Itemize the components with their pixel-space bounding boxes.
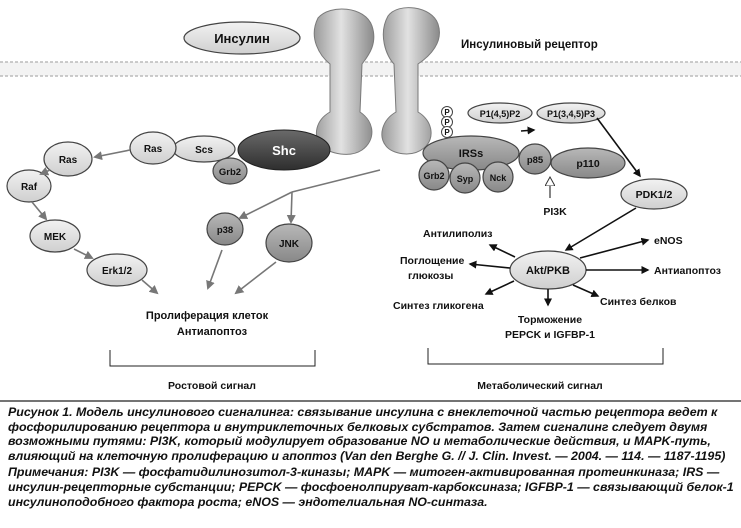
growth-bracket [109,350,316,367]
glycogen-label: Синтез гликогена [393,300,484,312]
syp-label: Syp [457,174,474,184]
inhibition-label-1: Торможение [518,314,582,326]
pip2-label: P1(4,5)P2 [480,109,521,119]
mek-node [29,219,81,253]
akt-label: Akt/PKB [526,265,570,277]
receptor-label: Инсулиновый рецептор [461,39,598,51]
insulin-receptor-shape [313,7,440,155]
p38-label: p38 [217,225,233,236]
nck-label: Nck [490,173,508,183]
erk-node [86,253,148,287]
syp-node [449,162,481,194]
metabolic-signal-label: Метаболический сигнал [477,380,602,392]
caption-notes: Примечания: PI3K — фосфатидилинозитол-3-… [8,465,734,509]
mek-label: MEK [44,232,67,243]
p85-node [518,143,552,175]
protein-synthesis-label: Синтез белков [600,296,677,308]
pip2-node [467,102,533,124]
raf-label: Raf [21,182,38,193]
grb2-right-node [418,159,450,191]
signaling-diagram: Инсулин Инсулиновый рецептор P P P Shc S… [0,7,741,402]
grb2-right-label: Grb2 [423,171,444,181]
pdk-node [620,178,688,210]
ras-top-node [129,131,177,165]
irss-label: IRSs [459,148,483,160]
scs-label: Scs [195,145,213,156]
insulin-node [183,21,301,55]
p110-label: p110 [576,158,600,170]
pdk-label: PDK1/2 [636,189,673,201]
phospho-label-1: P [444,108,450,117]
antilipolysis-label: Антилиполиз [423,228,493,240]
cell-membrane [0,61,741,77]
proliferation-label: Пролиферация клеток [146,310,269,322]
raf-node [6,169,52,203]
glucose-uptake-label-1: Поглощение [400,255,465,267]
glucose-uptake-label-2: глюкозы [408,270,453,282]
phosphate-groups: P P P [441,106,453,138]
ras-top-label: Ras [144,144,163,155]
p38-node [206,212,244,246]
p110-node [550,147,626,179]
pip3-node [536,102,606,124]
pi3k-label: PI3K [543,206,567,218]
pip3-label: P1(3,4,5)P3 [547,109,595,119]
ras-left-label: Ras [59,155,78,166]
caption-text: Рисунок 1. Модель инсулинового сигналинг… [8,405,726,463]
phospho-label-2: P [444,118,450,127]
jnk-label: JNK [279,239,300,250]
figure-caption: Рисунок 1. Модель инсулинового сигналинг… [8,405,736,509]
mapk-arrows [31,149,381,295]
nck-node [482,161,514,193]
ras-left-node [43,141,93,177]
phospho-label-3: P [444,128,450,137]
p85-label: p85 [527,155,544,166]
antiapoptosis-right-label: Антиапоптоз [654,265,721,277]
pi3k-arrows [468,117,650,307]
grb2-left-node [212,157,248,185]
inhibition-label-2: PEPCK и IGFBP-1 [505,329,595,341]
antiapoptosis-left-label: Антиапоптоз [177,326,248,338]
growth-signal-label: Ростовой сигнал [168,380,256,392]
metabolic-bracket [427,348,664,365]
enos-label: eNOS [654,235,683,247]
erk-label: Erk1/2 [102,266,132,277]
shc-node [237,129,331,171]
grb2-left-label: Grb2 [219,167,241,178]
jnk-node [265,223,313,263]
shc-label: Shc [272,143,296,158]
insulin-label: Инсулин [214,31,270,46]
